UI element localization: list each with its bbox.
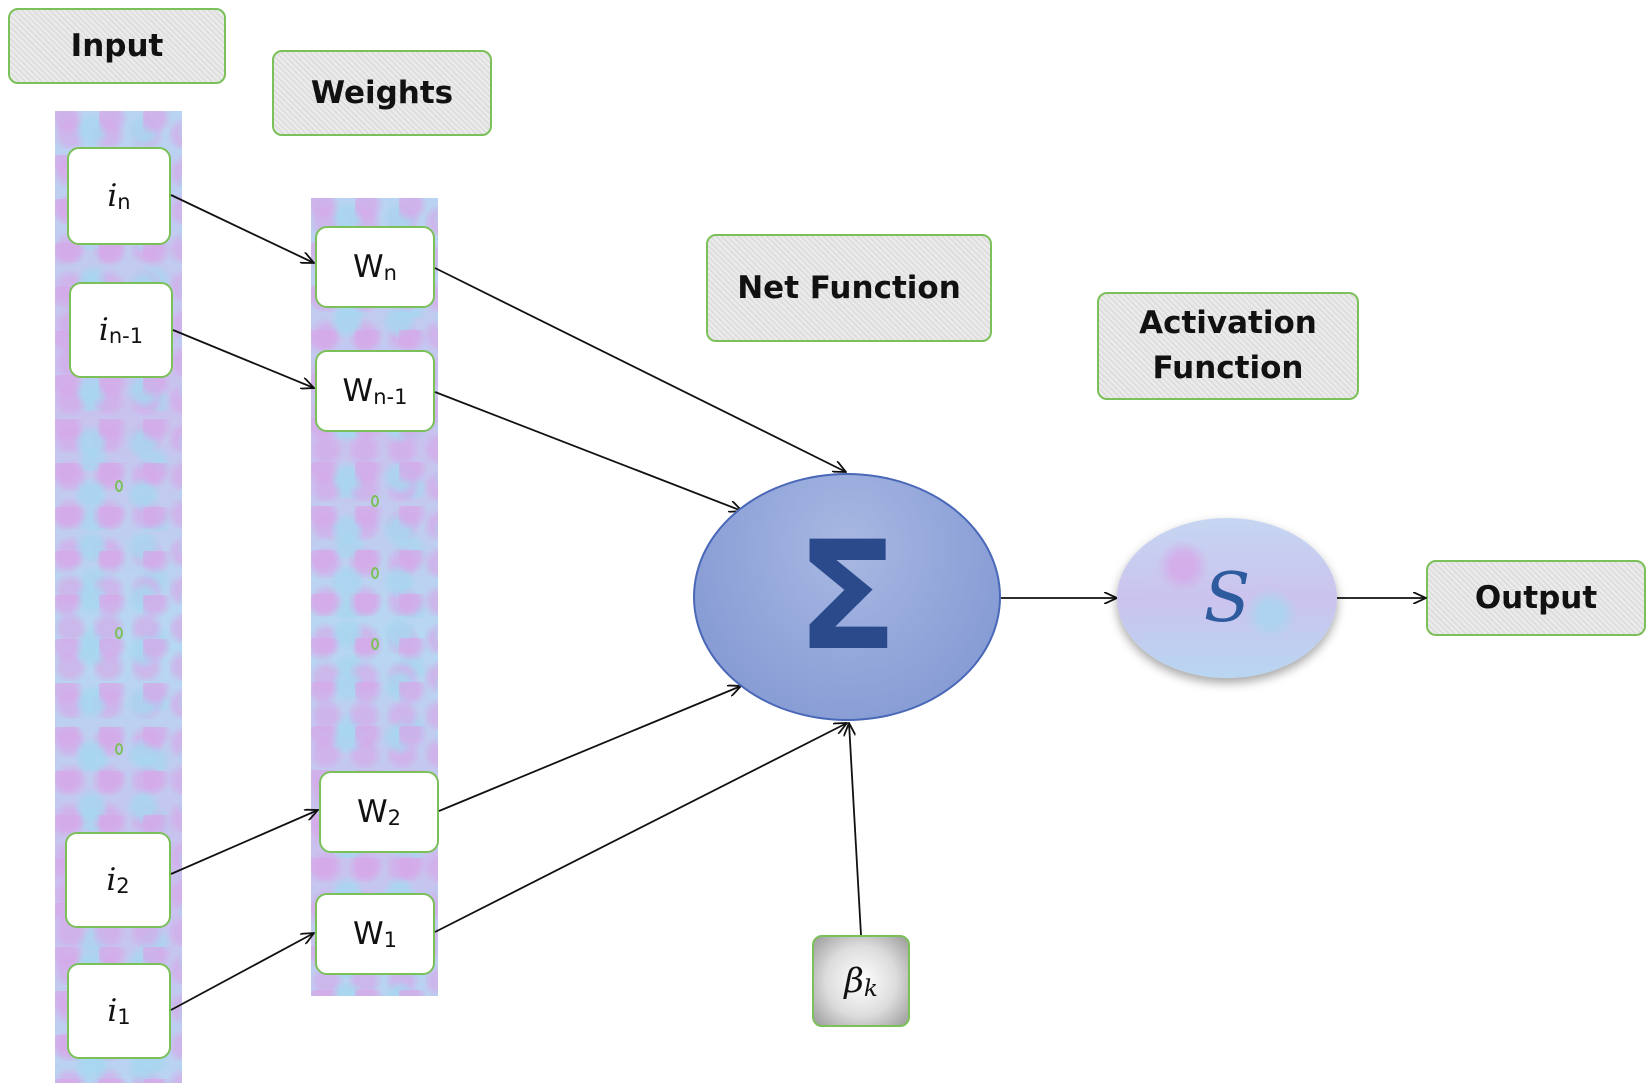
input-ellipsis-dot: [115, 743, 123, 755]
weight-node-n-subscript: n: [383, 261, 397, 285]
input-node-n-subscript: n: [117, 190, 131, 214]
activation-label-line2: Function: [1152, 350, 1304, 386]
input-node-2-symbol: i: [106, 862, 117, 898]
weight-node-1-symbol: W: [352, 916, 384, 952]
summation-symbol: Σ: [795, 510, 899, 684]
weight-ellipsis-dot: [371, 567, 379, 579]
arrow-bias-to-sum: [849, 723, 862, 936]
bias-subscript: k: [863, 976, 878, 1002]
input-node-n-1-subscript: n-1: [108, 324, 144, 348]
input-ellipsis-dot: [115, 627, 123, 639]
arrow-in1-to-wn1: [172, 329, 314, 388]
input-node-1-symbol: i: [107, 993, 118, 1029]
bias-symbol: β: [844, 961, 864, 1001]
arrow-w1-to-sum: [434, 723, 847, 933]
weights-strip: [311, 198, 438, 996]
summation-node: Σ: [693, 473, 1001, 721]
weight-node-2-subscript: 2: [387, 806, 402, 830]
input-label-text: Input: [70, 27, 164, 64]
arrow-wn-to-sum: [434, 267, 846, 472]
activation-symbol: S: [1203, 558, 1251, 638]
input-node-n-1-symbol: i: [98, 312, 109, 348]
arrow-i1-to-w1: [170, 933, 314, 1011]
input-node-2-subscript: 2: [116, 874, 130, 898]
input-label: Input: [8, 8, 226, 84]
input-node-1-subscript: 1: [117, 1005, 131, 1029]
input-ellipsis-dot: [115, 480, 123, 492]
weight-node-2-symbol: W: [356, 794, 388, 830]
weights-label: Weights: [272, 50, 492, 136]
output-label: Output: [1426, 560, 1646, 636]
activation-node: S: [1117, 518, 1337, 678]
arrow-i2-to-w2: [170, 810, 318, 875]
activation-function-label: Activation Function: [1097, 292, 1359, 400]
input-node-n-symbol: i: [107, 178, 118, 214]
arrow-wn1-to-sum: [434, 391, 742, 511]
weight-ellipsis-dot: [371, 495, 379, 507]
arrow-in-to-wn: [170, 194, 314, 263]
weight-node-1-subscript: 1: [383, 928, 398, 952]
net-function-label-text: Net Function: [737, 269, 961, 306]
output-label-text: Output: [1474, 579, 1598, 616]
weight-ellipsis-dot: [371, 638, 379, 650]
weight-node-n-1-subscript: n-1: [373, 385, 408, 409]
weights-label-text: Weights: [310, 74, 454, 111]
weight-node-n-symbol: W: [353, 249, 384, 285]
activation-label-line1: Activation: [1139, 305, 1317, 342]
arrow-w2-to-sum: [438, 686, 741, 812]
weight-node-n-1-symbol: W: [342, 373, 374, 409]
net-function-label: Net Function: [706, 234, 992, 342]
